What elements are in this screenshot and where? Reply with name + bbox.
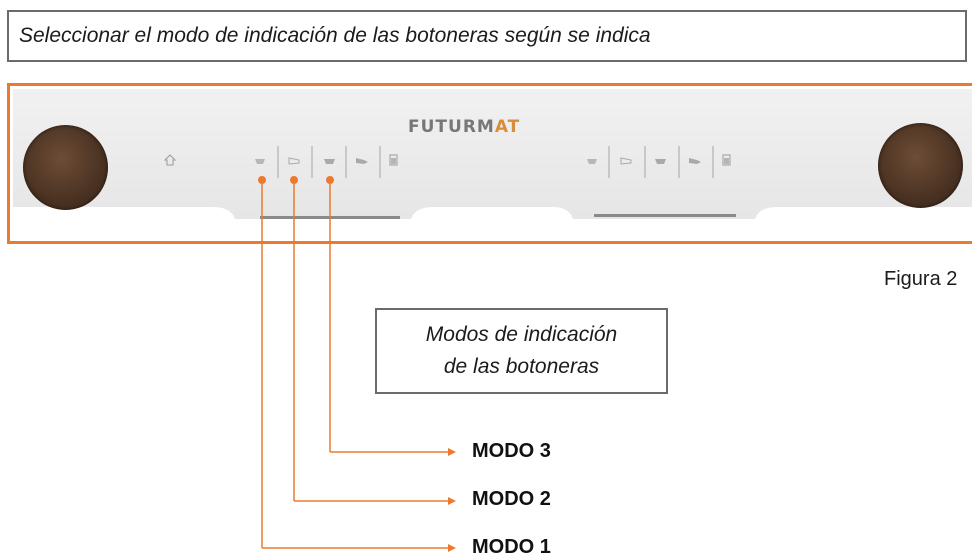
- arrowhead-modo-1: [448, 544, 456, 552]
- figure-caption: Figura 2: [884, 268, 958, 290]
- control-panel: [13, 89, 972, 219]
- left-knob[interactable]: [23, 125, 108, 210]
- home-icon[interactable]: [163, 154, 177, 166]
- legend-line-1: Modos de indicación: [425, 323, 618, 346]
- brand-logo: FUTURMAT: [408, 117, 521, 137]
- cup-large-icon[interactable]: [654, 157, 668, 165]
- arrowhead-modo-3: [448, 448, 456, 456]
- instruction-box: Seleccionar el modo de indicación de las…: [7, 10, 967, 62]
- right-knob[interactable]: [878, 123, 963, 208]
- cup-large-icon[interactable]: [323, 157, 337, 165]
- modo-3-label: MODO 3: [472, 440, 551, 462]
- mug-icon[interactable]: [389, 154, 399, 166]
- panel-cutout-center: [411, 207, 573, 219]
- cup-medium-icon[interactable]: [288, 157, 302, 165]
- leader-dot-modo-2: [290, 176, 298, 184]
- panel-cutout-left: [13, 207, 235, 219]
- cup-medium-icon[interactable]: [620, 157, 634, 165]
- panel-cutout-right: [755, 207, 972, 219]
- mug-icon[interactable]: [722, 154, 732, 166]
- cup-double-icon[interactable]: [355, 157, 369, 165]
- instruction-text: Seleccionar el modo de indicación de las…: [19, 24, 651, 47]
- right-indicator-bar: [594, 214, 736, 217]
- legend-box: Modos de indicación de las botoneras: [375, 308, 668, 394]
- modo-2-label: MODO 2: [472, 488, 551, 510]
- cup-double-icon[interactable]: [688, 157, 702, 165]
- leader-dot-modo-3: [326, 176, 334, 184]
- modo-1-label: MODO 1: [472, 536, 551, 558]
- cup-small-icon[interactable]: [254, 157, 268, 165]
- leader-dot-modo-1: [258, 176, 266, 184]
- arrowhead-modo-2: [448, 497, 456, 505]
- legend-line-2: de las botoneras: [443, 355, 600, 378]
- cup-small-icon[interactable]: [586, 157, 600, 165]
